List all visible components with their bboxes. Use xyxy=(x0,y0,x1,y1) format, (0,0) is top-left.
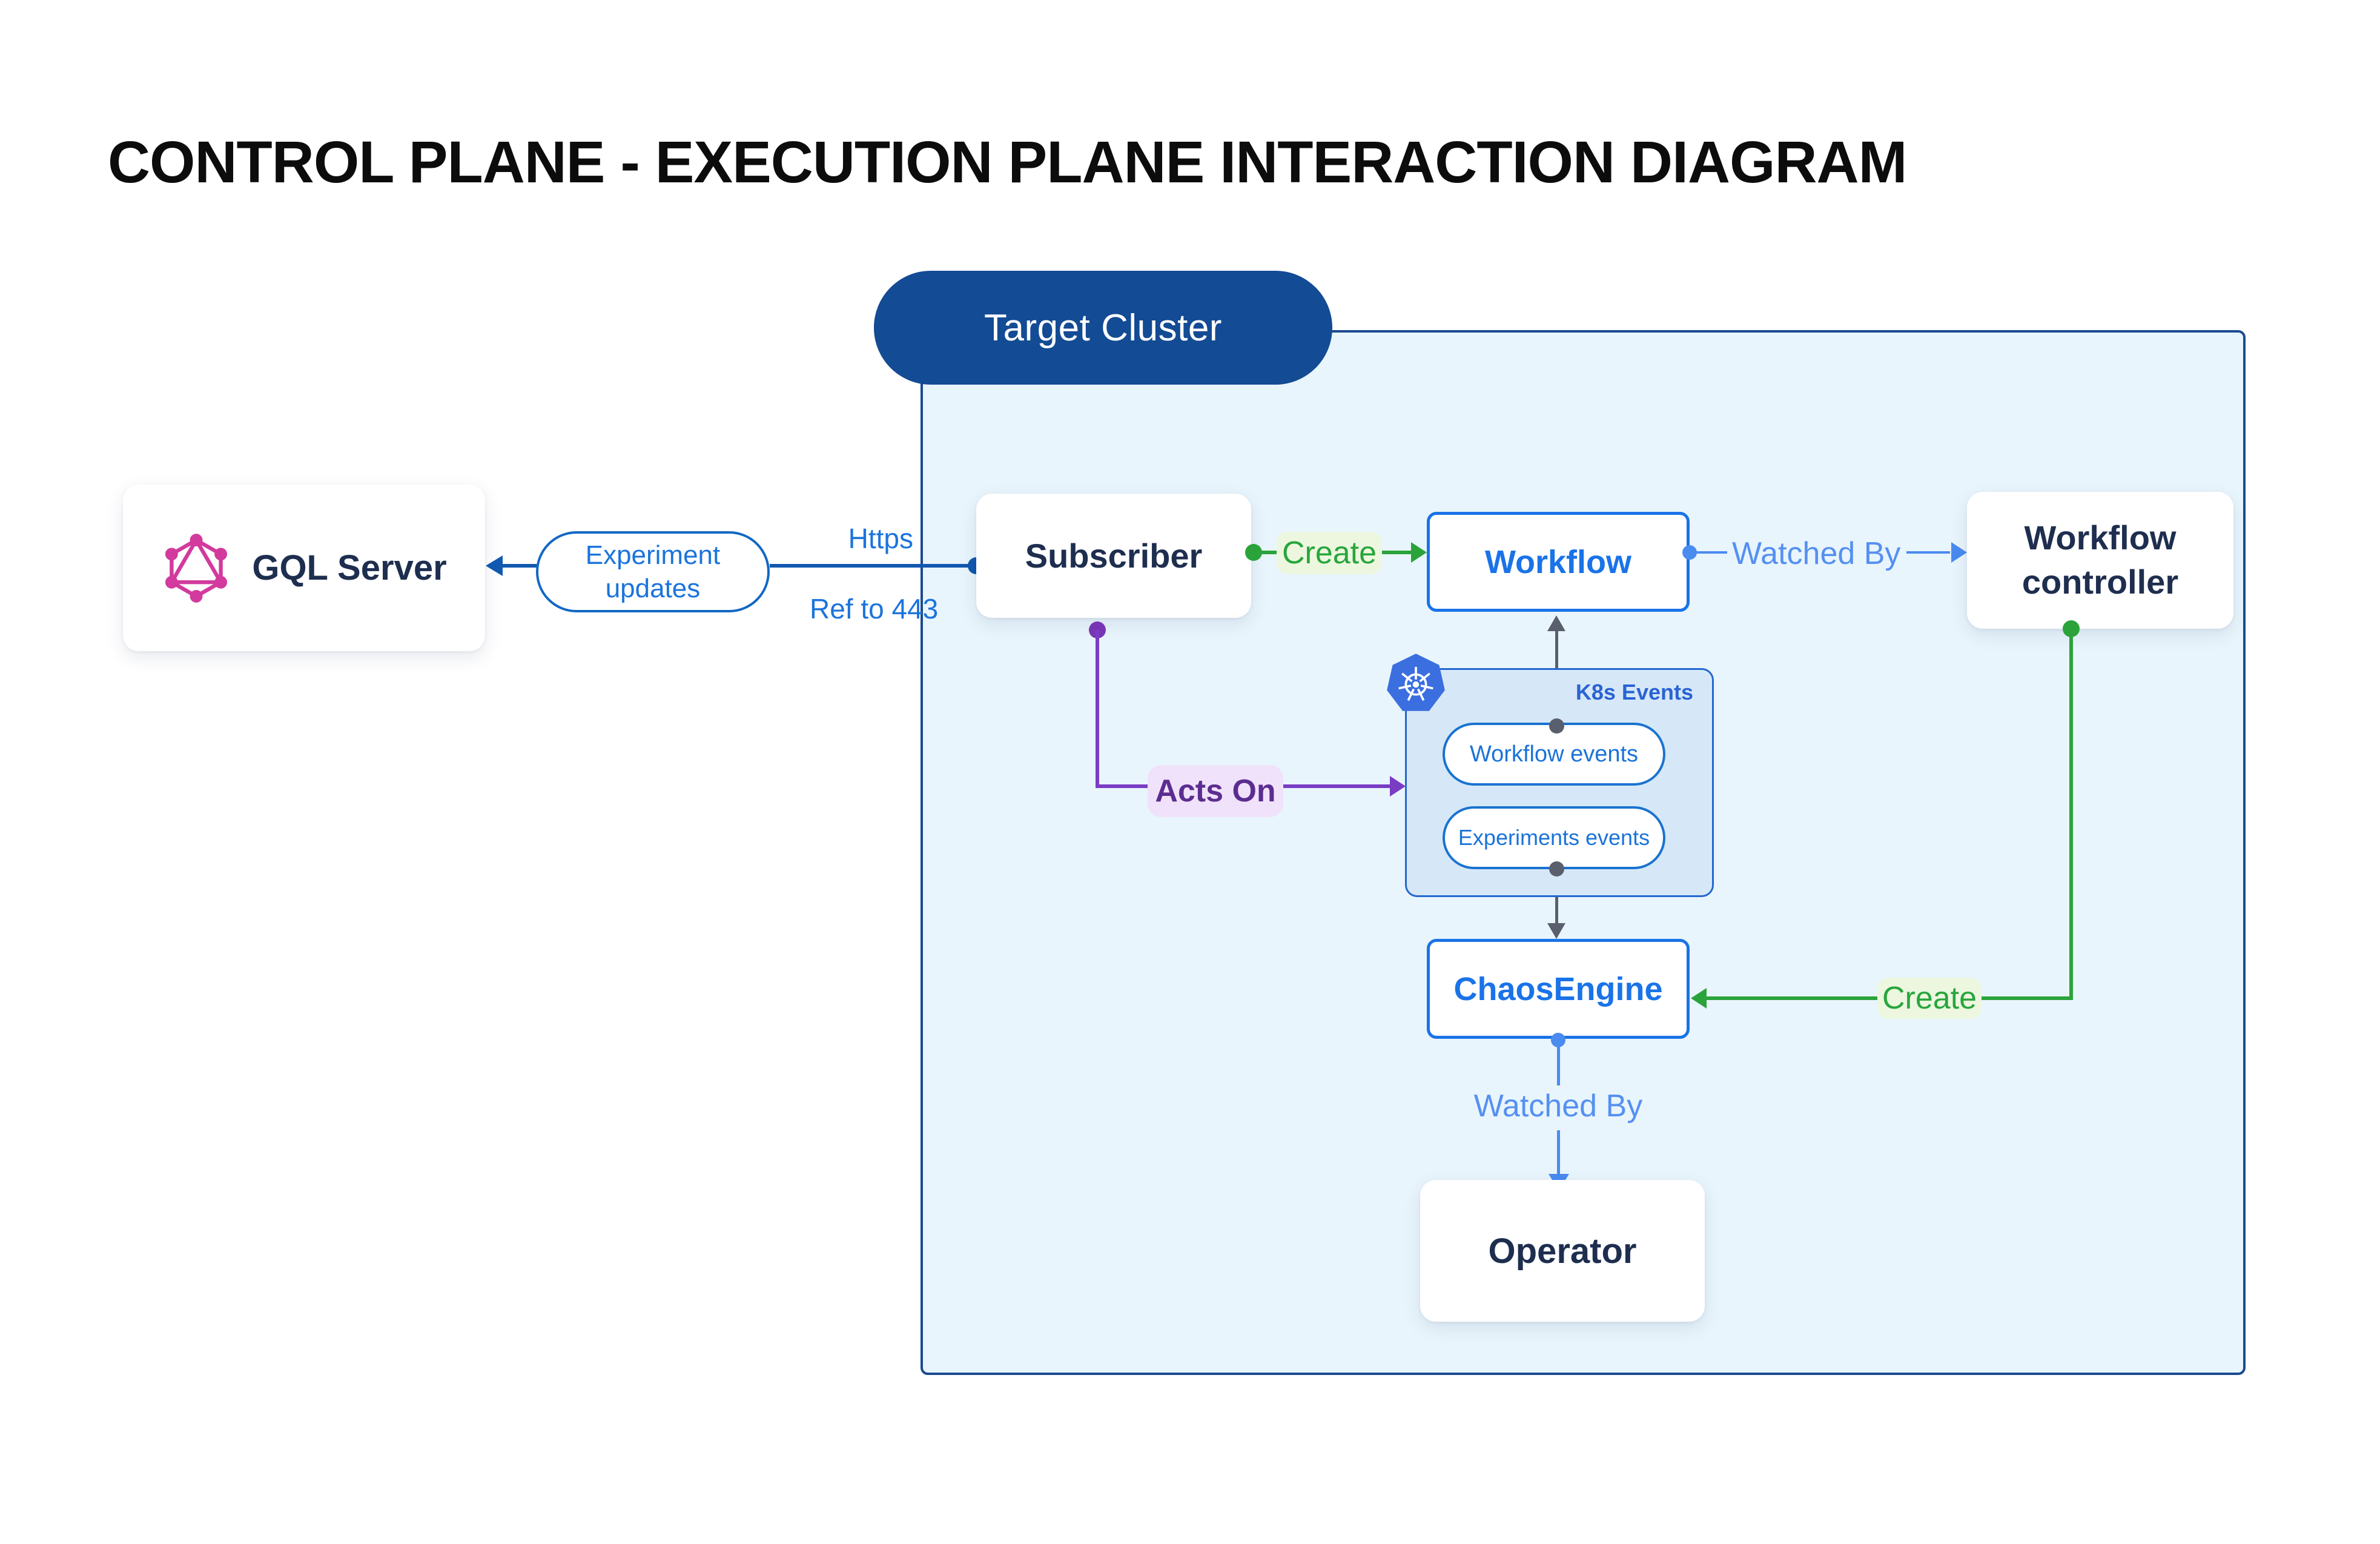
arrowhead-up-to-workflow xyxy=(1547,615,1565,631)
page-title: CONTROL PLANE - EXECUTION PLANE INTERACT… xyxy=(108,129,1907,195)
arrowhead-to-k8s-events xyxy=(1390,776,1406,797)
watched-by-line-1 xyxy=(1696,551,1727,554)
k8s-dot-bottom xyxy=(1549,861,1564,876)
create-chaosengine-label: Create xyxy=(1877,978,1982,1019)
k8s-events-label: K8s Events xyxy=(1575,680,1693,704)
operator-node: Operator xyxy=(1420,1180,1705,1322)
acts-on-hline-2 xyxy=(1283,784,1390,788)
acts-on-label: Acts On xyxy=(1148,765,1283,817)
edge-line-subscriber xyxy=(770,564,976,568)
create2-hline-2 xyxy=(1707,996,1877,1000)
create-chaosengine-text: Create xyxy=(1882,981,1977,1016)
ref-to-443-label: Ref to 443 xyxy=(810,593,939,625)
workflow-events-label: Workflow events xyxy=(1469,741,1639,767)
graphql-icon xyxy=(161,533,231,603)
experiments-events-label: Experiments events xyxy=(1458,825,1650,850)
operator-label: Operator xyxy=(1488,1231,1637,1271)
create-workflow-label: Create xyxy=(1277,532,1382,574)
experiments-events-pill: Experiments events xyxy=(1443,806,1665,869)
kubernetes-icon xyxy=(1384,652,1447,715)
chaosengine-node: ChaosEngine xyxy=(1427,939,1690,1039)
arrowhead-to-workflow-controller xyxy=(1951,542,1967,563)
watched-by2-line-1 xyxy=(1557,1040,1560,1085)
create-edge-line-2 xyxy=(1382,551,1411,554)
https-label: Https xyxy=(848,523,913,554)
workflow-controller-label: Workflow controller xyxy=(2021,519,2179,601)
workflow-label: Workflow xyxy=(1485,543,1631,580)
experiment-updates-label: Experiment updates xyxy=(585,540,721,603)
k8s-dot-top xyxy=(1549,718,1564,734)
arrowhead-to-chaosengine xyxy=(1691,988,1707,1009)
watched-by-line-2 xyxy=(1906,551,1950,554)
chaosengine-label: ChaosEngine xyxy=(1453,970,1663,1007)
create2-hline-1 xyxy=(1982,996,2073,1000)
create-edge-line-1 xyxy=(1254,551,1278,554)
workflow-controller-node: Workflow controller xyxy=(1967,492,2233,629)
create-workflow-text: Create xyxy=(1281,535,1377,571)
target-cluster-pill: Target Cluster xyxy=(874,271,1332,385)
acts-on-text: Acts On xyxy=(1155,774,1276,809)
watched-by2-line-2 xyxy=(1557,1130,1560,1174)
arrowhead-to-workflow xyxy=(1411,542,1427,563)
target-cluster-label: Target Cluster xyxy=(984,306,1222,349)
acts-on-vline xyxy=(1096,630,1099,788)
acts-on-hline-1 xyxy=(1096,784,1149,788)
arrowhead-to-gql-server xyxy=(486,555,503,576)
edge-line-gql xyxy=(501,564,537,568)
subscriber-node: Subscriber xyxy=(976,494,1251,618)
watched-by-edge-dot xyxy=(1682,545,1697,560)
watched-by-workflow-label: Watched By xyxy=(1732,536,1901,571)
experiment-updates-pill: Experiment updates xyxy=(536,531,770,612)
create2-vline xyxy=(2069,629,2073,1000)
workflow-node: Workflow xyxy=(1427,512,1690,612)
subscriber-label: Subscriber xyxy=(1025,537,1203,575)
gql-server-node: GQL Server xyxy=(123,485,485,651)
arrowhead-down-to-chaosengine xyxy=(1547,923,1565,939)
gql-server-label: GQL Server xyxy=(252,548,447,588)
watched-by-operator-label: Watched By xyxy=(1473,1088,1643,1124)
